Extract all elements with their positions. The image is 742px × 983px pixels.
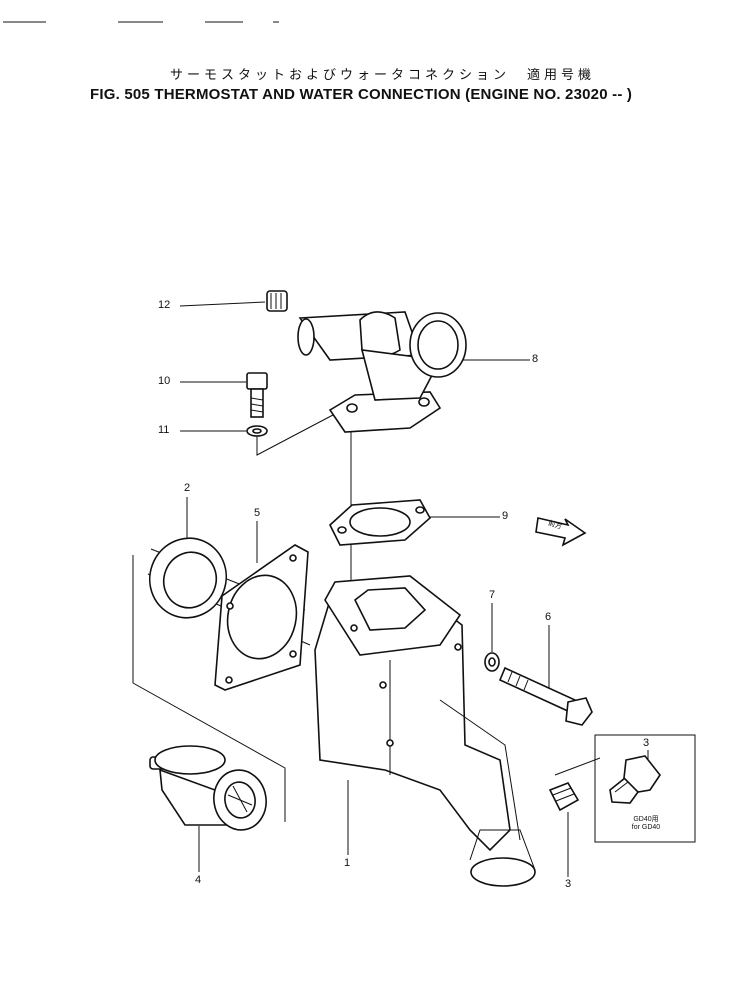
part-6-bolt [498,666,593,726]
part-2-seal [148,537,228,619]
inset-box [594,734,696,843]
part-12-plug [266,290,288,312]
callout-12: 12 [158,299,171,311]
callout-7: 7 [489,589,496,601]
part-8-water-connection [297,311,467,433]
callout-9: 9 [502,510,509,522]
front-direction-arrow [535,517,587,547]
part-4-thermostat [149,745,267,831]
callout-2: 2 [184,482,191,494]
figure-title: FIG. 505 THERMOSTAT AND WATER CONNECTION… [90,86,633,103]
callout-8: 8 [532,353,539,365]
part-10-bolt [246,372,268,418]
callout-5: 5 [254,507,261,519]
inset-note-jp: GD40用 [633,816,659,823]
part-9-gasket [329,499,432,546]
part-7-washer [484,652,500,672]
japanese-title: サーモスタットおよびウォータコネクション 適用号機 [170,68,596,83]
callout-3: 3 [565,878,572,890]
callout-10: 10 [158,375,171,387]
part-5-gasket [214,544,309,691]
inset-note-en: for GD40 [631,824,661,831]
callout-6: 6 [545,611,552,623]
callout-3-inset: 3 [643,737,650,749]
callout-1: 1 [344,857,351,869]
part-11-washer [246,425,268,437]
part-3-plug [548,782,580,812]
part-1-water-housing [314,575,536,887]
callout-11: 11 [158,424,170,436]
callout-4: 4 [195,874,202,886]
